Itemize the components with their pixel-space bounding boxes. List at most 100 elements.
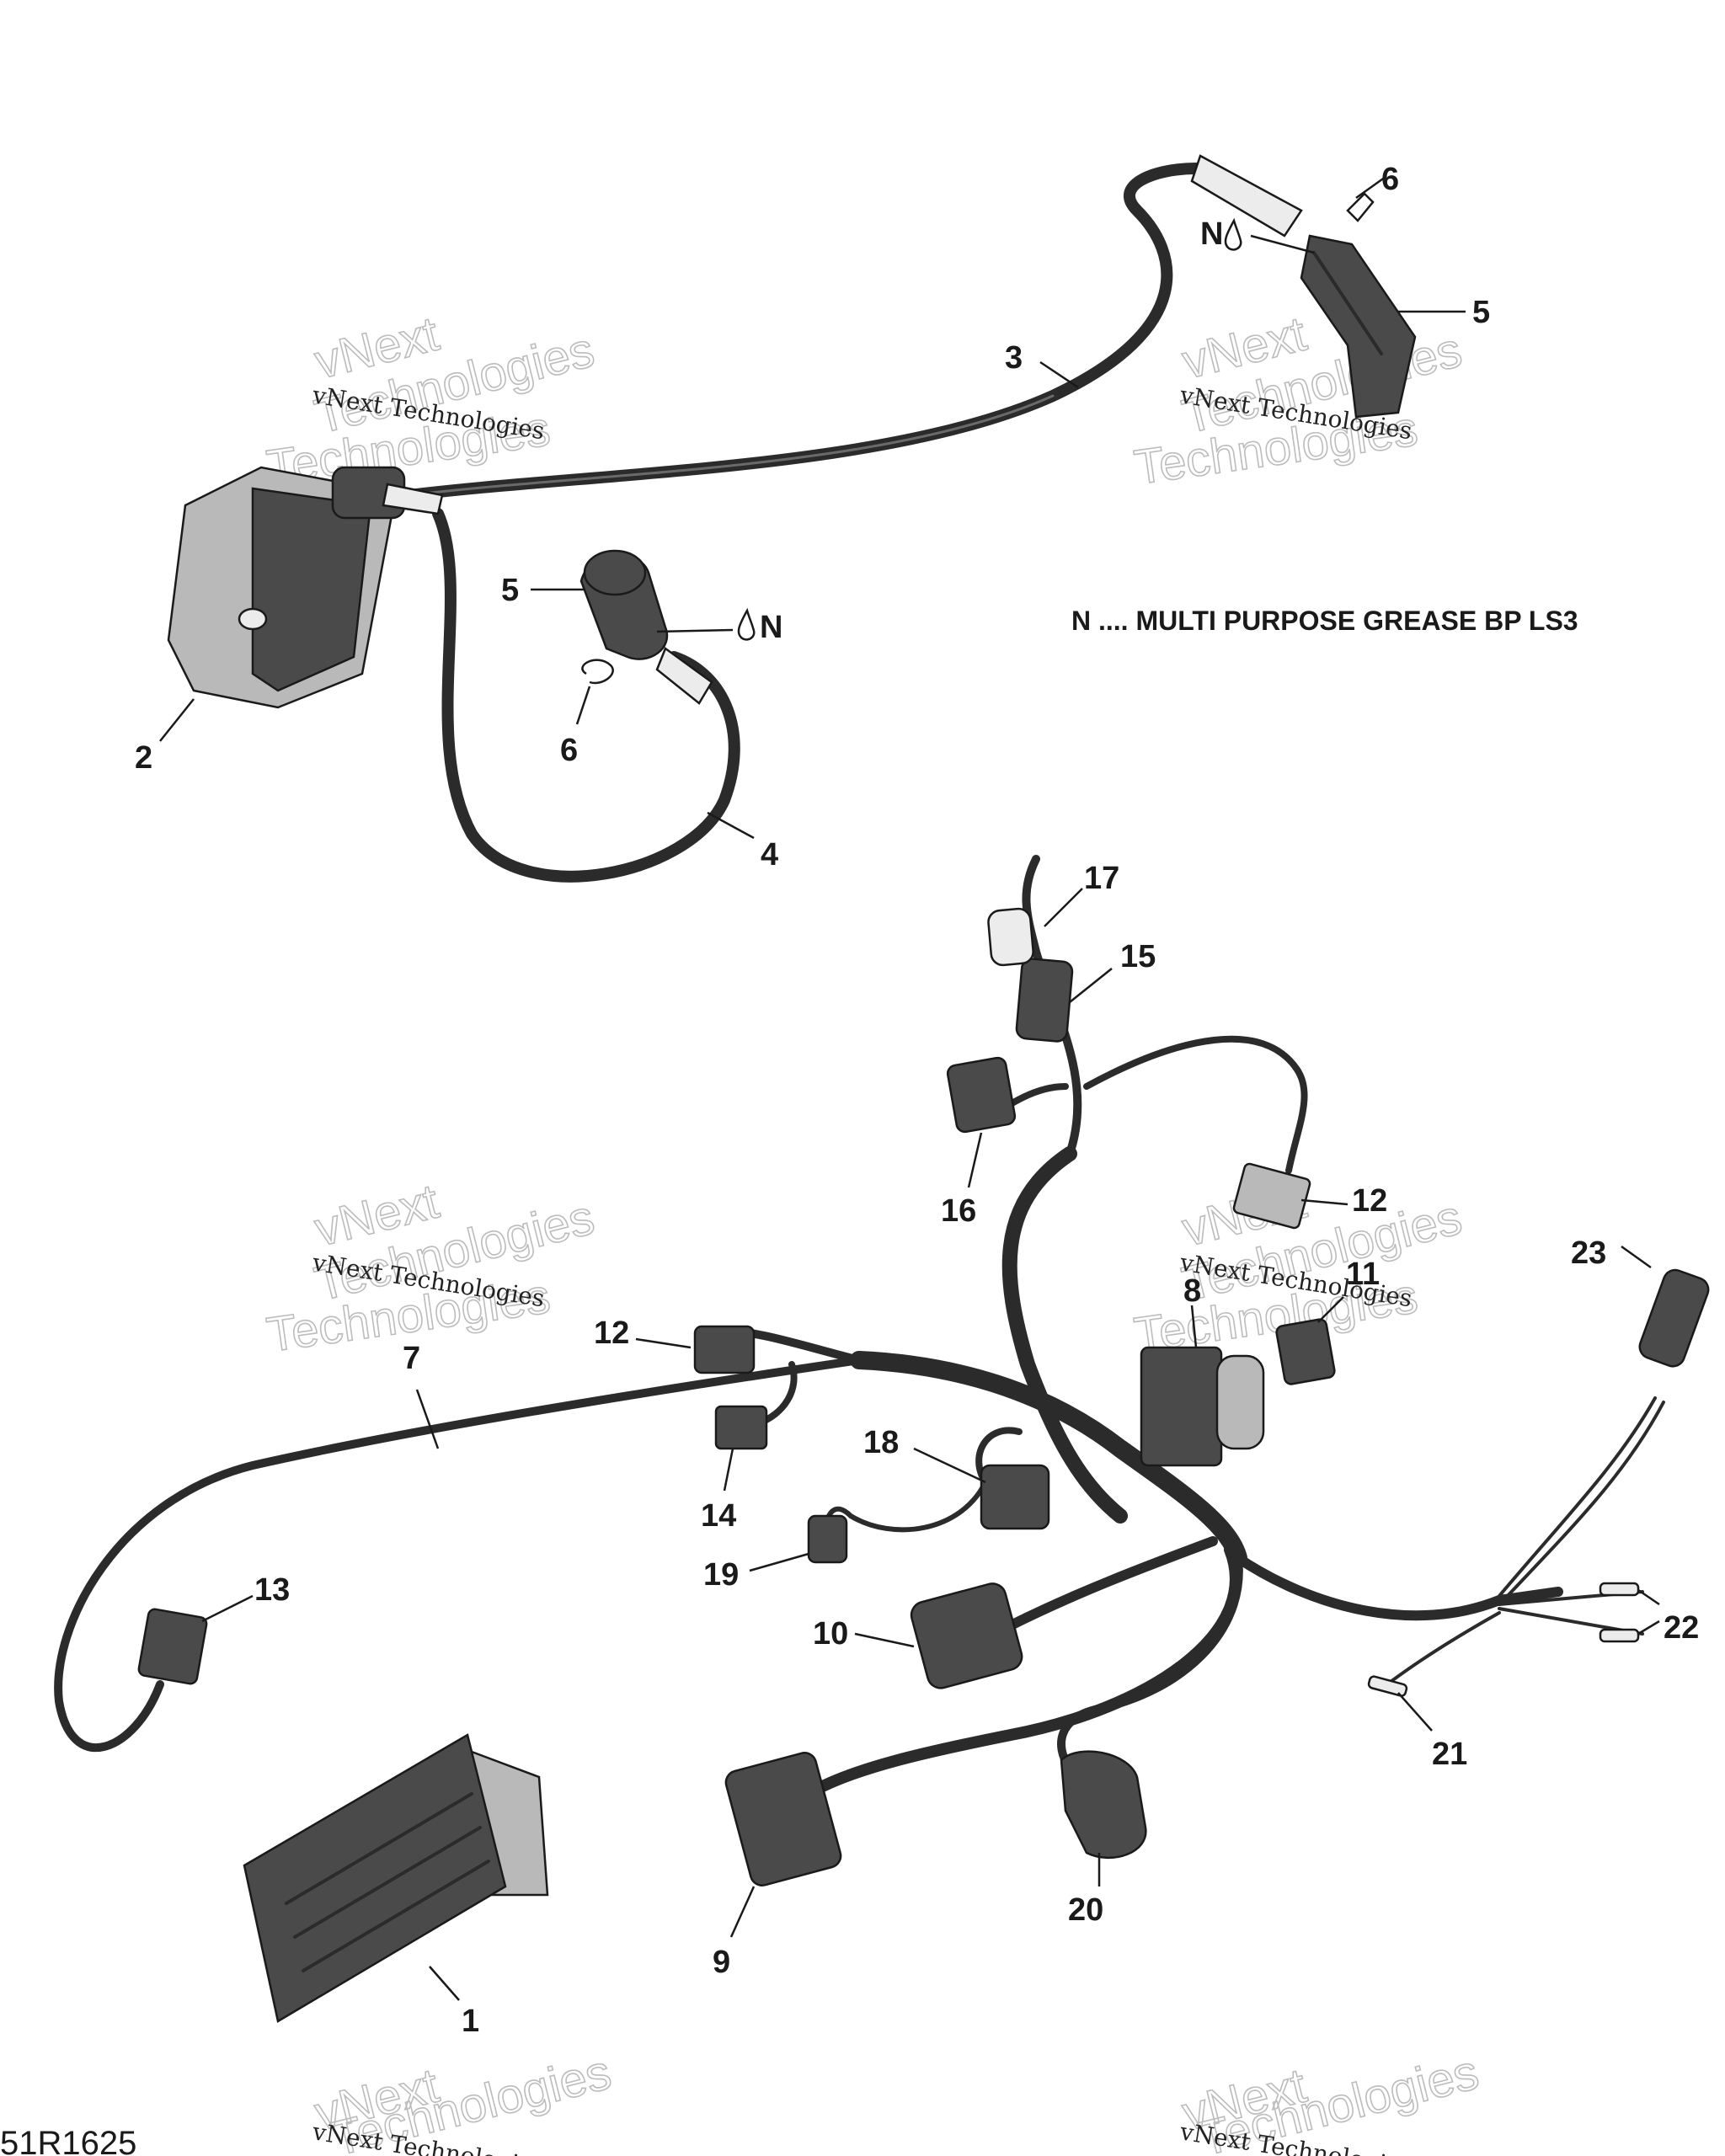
leader-22a [1637,1588,1660,1606]
callout-23: 23 [1571,1235,1606,1271]
leader-6-upper [1355,175,1386,200]
clamp-shape [581,659,614,685]
callout-5-middle: 5 [501,573,519,608]
callout-16: 16 [941,1193,976,1229]
leader-12-left [635,1337,692,1349]
wire-21 [1380,1611,1501,1690]
leader-13 [201,1594,254,1623]
grease-drop-icon [1224,217,1242,251]
leader-n-upper [1250,234,1315,254]
leader-16 [967,1132,983,1188]
grease-note: N .... MULTI PURPOSE GREASE BP LS3 [1071,606,1578,636]
grease-icons [737,217,1242,641]
leader-15 [1069,968,1113,1003]
wire-23 [1498,1396,1657,1598]
leader-19 [749,1552,809,1572]
callout-12-left: 12 [594,1315,629,1351]
leader-7 [415,1389,440,1449]
ecm-body [243,1733,507,2023]
cap-detail [1312,251,1383,355]
connector-10 [910,1582,1023,1689]
callout-20: 20 [1068,1892,1103,1928]
ecm-fins [285,1792,490,1972]
callout-labels: 6 N 5 3 5 N 6 2 4 N .... MULTI PURPOSE G… [135,162,1699,2039]
spark-plug-cap-upper [1300,234,1417,419]
connector-17 [987,907,1034,967]
grease-marker-lower: N [760,610,782,645]
terminal-22a [1599,1582,1640,1597]
callout-2: 2 [135,740,152,776]
connector-12-left [693,1325,756,1374]
clamp-middle [581,659,614,685]
callout-10: 10 [813,1616,848,1652]
connector-16 [946,1056,1017,1134]
callout-6-upper: 6 [1381,162,1399,197]
callout-15: 15 [1120,939,1156,974]
ht-cable-3-highlight [394,394,1055,499]
leader-10 [854,1632,915,1648]
coil-output-tube [382,483,444,515]
harness-branch-20 [1057,1554,1243,1773]
callout-18: 18 [863,1425,899,1460]
ignition-coil [167,466,444,709]
connector-12-upper [1232,1162,1311,1230]
harness-branch-12-upper [1083,1035,1308,1174]
connector-20 [1060,1750,1147,1860]
leader-2 [159,698,195,742]
ht-cable-3-end [1190,154,1303,237]
leader-1 [429,1966,460,2001]
callout-11: 11 [1346,1257,1380,1292]
leader-9 [729,1886,756,1938]
spark-plug-cap-middle [579,549,669,660]
harness-branch-22 [1233,1553,1563,1621]
watermark-bottom-left: vNext Technologies vNext Technologies [309,2044,617,2156]
callout-4: 4 [761,837,778,873]
leader-3 [1039,360,1079,389]
main-harness-assembly [54,855,1710,2023]
connector-14 [714,1405,768,1450]
callout-8: 8 [1183,1273,1201,1309]
connector-13 [137,1608,208,1685]
connector-23 [1638,1268,1710,1368]
leader-8 [1190,1305,1198,1348]
leader-22b [1637,1620,1660,1636]
leader-21 [1397,1692,1433,1732]
callout-17: 17 [1084,861,1119,896]
callout-13: 13 [254,1572,290,1608]
connector-9 [724,1752,842,1886]
leader-4 [707,811,755,840]
connector-body [1140,1346,1223,1467]
leader-12-upper [1300,1198,1348,1206]
connector-18 [980,1464,1050,1530]
callout-12-upper: 12 [1352,1183,1387,1219]
callout-21: 21 [1432,1737,1467,1772]
connector-latch [1215,1354,1265,1450]
ecm-connector [1140,1346,1265,1467]
wire-23b [1502,1401,1665,1602]
harness-trunk [850,1351,1247,1567]
leader-n-lower [656,628,734,633]
leader-14 [723,1448,734,1492]
leader-11 [1317,1296,1344,1323]
callout-6-middle: 6 [560,733,578,768]
clamp-upper [1346,192,1375,222]
callout-9: 9 [713,1945,730,1980]
connector-15 [1015,958,1074,1043]
cap-body [1300,234,1417,419]
cap-top [583,549,647,596]
figure-reference-code: 51R1625 [0,2125,136,2156]
connector-11 [1275,1318,1336,1385]
harness-branch-7 [54,1356,863,1753]
grease-drop-icon [737,607,756,641]
grease-marker-upper: N [1200,216,1223,252]
ht-cable-4 [432,508,740,883]
ignition-coil-assembly [167,154,1417,883]
sensor-19 [807,1514,848,1564]
callout-3: 3 [1005,340,1023,376]
leader-23 [1621,1245,1652,1269]
ecm-module [243,1733,549,2023]
callout-19: 19 [703,1557,739,1593]
callout-14: 14 [701,1498,736,1534]
coil-mount-hole [238,607,268,631]
